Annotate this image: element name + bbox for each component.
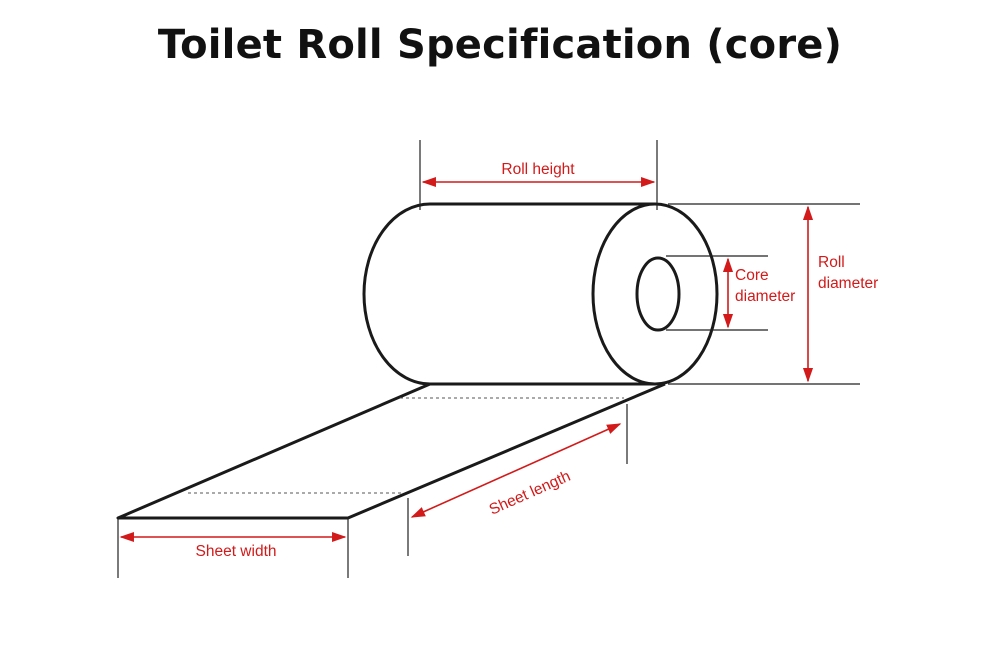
sheet-width-label: Sheet width <box>196 543 277 560</box>
roll-height-dimension: Roll height <box>419 140 658 210</box>
sheet-length-label: Sheet length <box>487 468 573 519</box>
roll-core-hole <box>635 256 681 332</box>
roll-front-face <box>591 202 719 386</box>
sheet <box>116 382 666 520</box>
core-diameter-label-line2: diameter <box>735 288 795 305</box>
core-diameter-dimension: Core diameter <box>666 255 795 331</box>
roll-diameter-label-line1: Roll <box>818 254 845 271</box>
sheet-outline <box>116 382 666 520</box>
sheet-length-arrow <box>410 423 622 518</box>
roll-diameter-dimension: Roll diameter <box>668 203 878 385</box>
page-title: Toilet Roll Specification (core) <box>157 22 843 68</box>
roll-diameter-label-line2: diameter <box>818 275 878 292</box>
roll-body <box>362 202 719 386</box>
roll-cylinder-outline <box>362 202 655 386</box>
sheet-width-dimension: Sheet width <box>117 518 349 578</box>
roll-height-label: Roll height <box>501 161 575 178</box>
core-diameter-label-line1: Core <box>735 267 769 284</box>
